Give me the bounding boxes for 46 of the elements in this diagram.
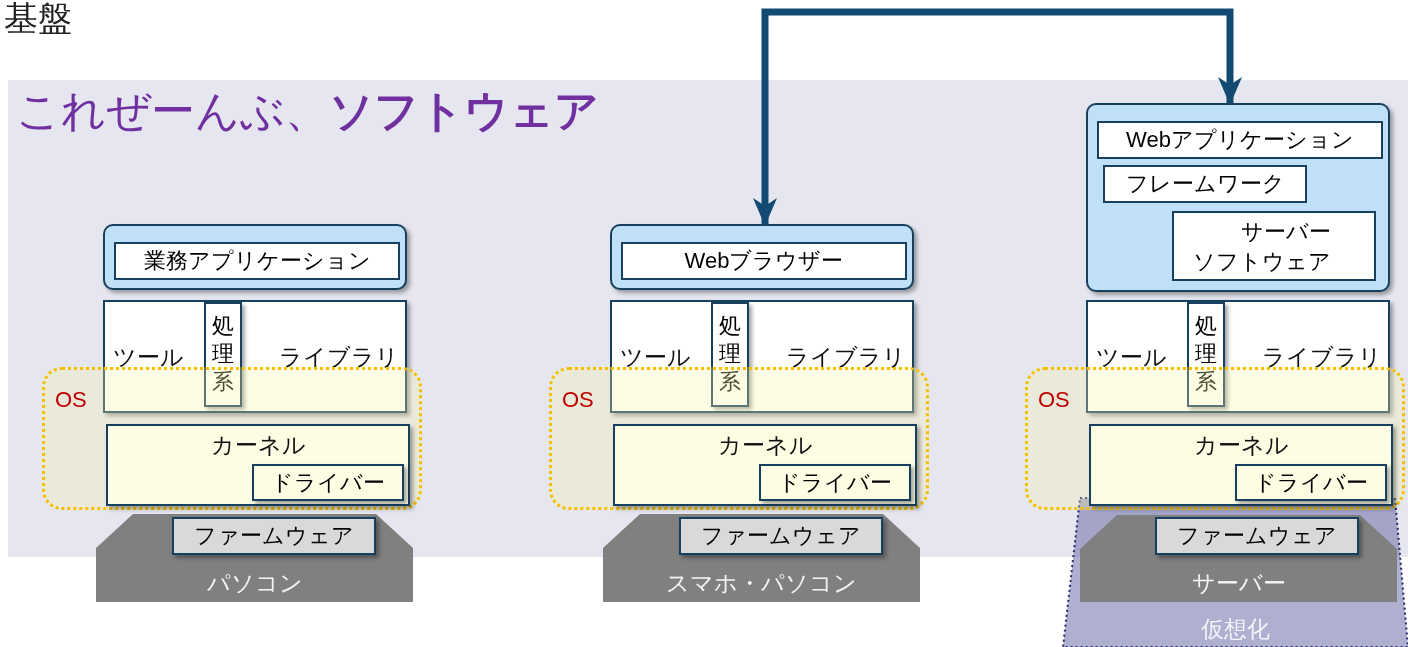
app-layer-box [610,224,914,290]
driver-box: ドライバー [1235,464,1387,501]
processor-box: 処理系 [1187,302,1225,407]
kernel-box [613,424,917,506]
connector-arrow [753,8,1242,226]
tools-library-box [610,300,914,413]
tool-label: ツール [620,343,691,372]
os-region [1025,367,1405,510]
firmware-box: ファームウェア [1155,517,1359,555]
firmware-box: ファームウェア [679,517,883,555]
tools-library-box [1086,300,1390,413]
tool-label: ツール [1096,343,1167,372]
processor-box: 処理系 [204,302,242,407]
app-layer-box [103,224,407,290]
kernel-box [1089,424,1393,506]
software-box: サーバーソフトウェア [1172,211,1376,281]
kernel-label: カーネル [716,431,814,460]
library-label: ライブラリ [786,343,906,372]
software-box: フレームワーク [1103,165,1307,203]
software-box: Webアプリケーション [1097,121,1383,159]
software-panel [8,80,1408,557]
os-label: OS [562,387,594,413]
app-layer-box [1086,103,1390,292]
tools-library-box [103,300,407,413]
software-box: 業務アプリケーション [114,242,400,280]
os-label: OS [1038,387,1070,413]
driver-box: ドライバー [759,464,911,501]
panel-heading: これぜーんぶ、ソフトウェア [16,85,599,137]
kernel-label: カーネル [209,431,307,460]
kernel-label: カーネル [1192,431,1290,460]
virtualization-label: 仮想化 [1200,615,1271,644]
title: 基盤 [4,0,72,39]
os-region [42,367,422,510]
os-label: OS [55,387,87,413]
processor-box: 処理系 [711,302,749,407]
hardware-label: サーバー [1190,569,1287,598]
driver-box: ドライバー [252,464,404,501]
hardware-label: スマホ・パソコン [665,569,858,598]
os-region [549,367,929,510]
library-label: ライブラリ [1262,343,1382,372]
tool-label: ツール [113,343,184,372]
hardware-label: パソコン [205,569,304,598]
software-box: Webブラウザー [621,242,907,280]
library-label: ライブラリ [279,343,399,372]
kernel-box [106,424,410,506]
firmware-box: ファームウェア [172,517,376,555]
